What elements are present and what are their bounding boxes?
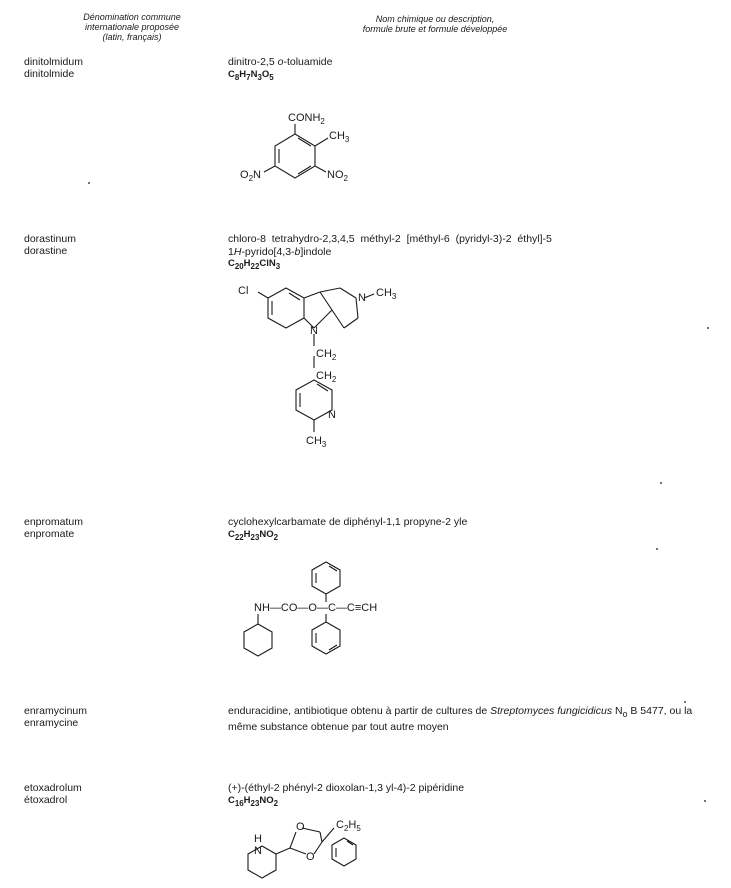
scan-speck bbox=[656, 548, 658, 550]
svg-text:H: H bbox=[254, 833, 262, 845]
french-name: dorastine bbox=[24, 245, 68, 257]
french-name: enramycine bbox=[24, 717, 79, 729]
entry-names-enramycine: enramycinum enramycine bbox=[24, 705, 87, 729]
latin-name: dinitolmidum bbox=[24, 56, 83, 68]
latin-name: dorastinum bbox=[24, 233, 76, 245]
entry-names-etoxadrol: etoxadrolum étoxadrol bbox=[24, 782, 82, 806]
chemical-name: chloro-8 tetrahydro-2,3,4,5 méthyl-2 [mé… bbox=[228, 233, 552, 258]
chemical-name: cyclohexylcarbamate de diphényl-1,1 prop… bbox=[228, 516, 468, 528]
scan-speck bbox=[660, 482, 662, 484]
entry-names-enpromate: enpromatum enpromate bbox=[24, 516, 83, 540]
header-line: formule brute et formule développée bbox=[362, 24, 508, 34]
header-chemical-name: Nom chimique ou description, formule bru… bbox=[330, 14, 540, 34]
entry-names-dorastine: dorastinum dorastine bbox=[24, 233, 76, 257]
molecular-formula: C20H22ClN3 bbox=[228, 258, 281, 271]
entry-desc-dinitolmide: dinitro-2,5 o-toluamide C8H7N3O5 bbox=[228, 56, 698, 84]
chemical-name: (+)-(éthyl-2 phényl-2 dioxolan-1,3 yl-4)… bbox=[228, 782, 465, 794]
svg-text:CONH2: CONH2 bbox=[288, 112, 325, 126]
structure-dinitolmide: CONH2 CH3 NO2 O2N bbox=[240, 112, 350, 183]
entry-desc-dorastine: chloro-8 tetrahydro-2,3,4,5 méthyl-2 [mé… bbox=[228, 233, 698, 273]
svg-text:C2H5: C2H5 bbox=[336, 819, 361, 833]
scan-speck bbox=[704, 800, 706, 802]
svg-text:CH3: CH3 bbox=[376, 287, 397, 301]
entry-desc-enramycine: enduracidine, antibiotique obtenu à part… bbox=[228, 705, 698, 733]
header-line: (latin, français) bbox=[102, 32, 162, 42]
svg-text:CH2: CH2 bbox=[316, 348, 337, 362]
molecular-formula: C16H23NO2 bbox=[228, 794, 278, 808]
svg-text:CH3: CH3 bbox=[329, 130, 350, 144]
svg-text:O: O bbox=[306, 851, 315, 863]
scan-speck bbox=[684, 701, 686, 703]
french-name: enpromate bbox=[24, 528, 75, 540]
header-line: Nom chimique ou description, bbox=[375, 14, 495, 24]
structure-enpromate: NH—CO—O—C—C≡CH bbox=[243, 561, 377, 657]
header-line: internationale proposée bbox=[84, 22, 180, 32]
structure-etoxadrol: H N O O C2H5 bbox=[247, 819, 361, 879]
svg-text:NH—CO—O—C—C≡CH: NH—CO—O—C—C≡CH bbox=[254, 602, 377, 614]
entry-desc-enpromate: cyclohexylcarbamate de diphényl-1,1 prop… bbox=[228, 516, 698, 544]
french-name: dinitolmide bbox=[24, 68, 75, 80]
svg-text:N: N bbox=[254, 845, 262, 857]
svg-text:NO2: NO2 bbox=[327, 169, 349, 183]
svg-text:N: N bbox=[358, 292, 366, 304]
scan-speck bbox=[88, 182, 90, 184]
latin-name: enpromatum bbox=[24, 516, 83, 528]
svg-text:O: O bbox=[296, 821, 305, 833]
chemical-name: enduracidine, antibiotique obtenu à part… bbox=[228, 705, 693, 733]
svg-text:N: N bbox=[310, 325, 318, 337]
structure-dorastine: Cl N CH3 N CH2 CH2 N CH3 bbox=[238, 285, 397, 449]
molecular-formula: C22H23NO2 bbox=[228, 528, 278, 542]
scan-speck bbox=[707, 327, 709, 329]
svg-text:Cl: Cl bbox=[238, 285, 248, 297]
molecular-formula: C8H7N3O5 bbox=[228, 68, 274, 82]
header-line: Dénomination commune bbox=[83, 12, 181, 22]
svg-text:CH2: CH2 bbox=[316, 370, 337, 384]
chemical-name: dinitro-2,5 o-toluamide bbox=[228, 56, 333, 68]
svg-text:CH3: CH3 bbox=[306, 435, 327, 449]
header-dci: Dénomination commune internationale prop… bbox=[52, 12, 212, 42]
entry-names-dinitolmide: dinitolmidum dinitolmide bbox=[24, 56, 83, 80]
latin-name: etoxadrolum bbox=[24, 782, 82, 794]
french-name: étoxadrol bbox=[24, 794, 68, 806]
svg-text:O2N: O2N bbox=[240, 169, 261, 183]
latin-name: enramycinum bbox=[24, 705, 88, 717]
svg-text:N: N bbox=[328, 409, 336, 421]
entry-desc-etoxadrol: (+)-(éthyl-2 phényl-2 dioxolan-1,3 yl-4)… bbox=[228, 782, 698, 810]
